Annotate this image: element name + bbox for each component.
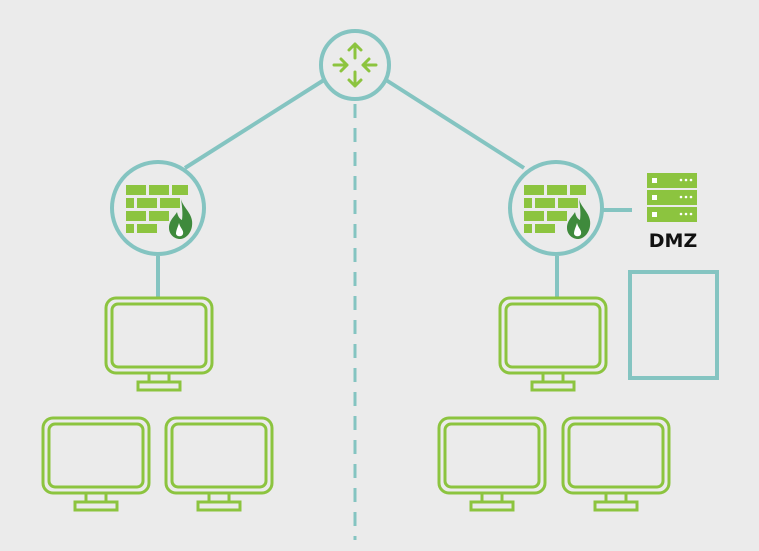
dmz-zone-box: [628, 270, 719, 380]
router-arrows-icon: [332, 42, 378, 88]
monitor-icon: [164, 416, 274, 512]
dmz-label: DMZ: [649, 230, 697, 252]
left-network: [41, 296, 274, 512]
right-network: [437, 296, 671, 512]
server-rack-icon: [647, 173, 697, 222]
monitor-icon: [437, 416, 547, 512]
monitor-icon: [41, 416, 151, 512]
firewall-right-node: [508, 160, 604, 256]
link-router-firewall-left: [183, 78, 326, 170]
router-node: [319, 29, 391, 101]
firewall-left-node: [110, 160, 206, 256]
monitor-icon: [104, 296, 214, 392]
connection-links: [156, 78, 632, 298]
link-router-firewall-right: [384, 78, 526, 170]
monitor-icon: [561, 416, 671, 512]
monitor-icon: [498, 296, 608, 392]
